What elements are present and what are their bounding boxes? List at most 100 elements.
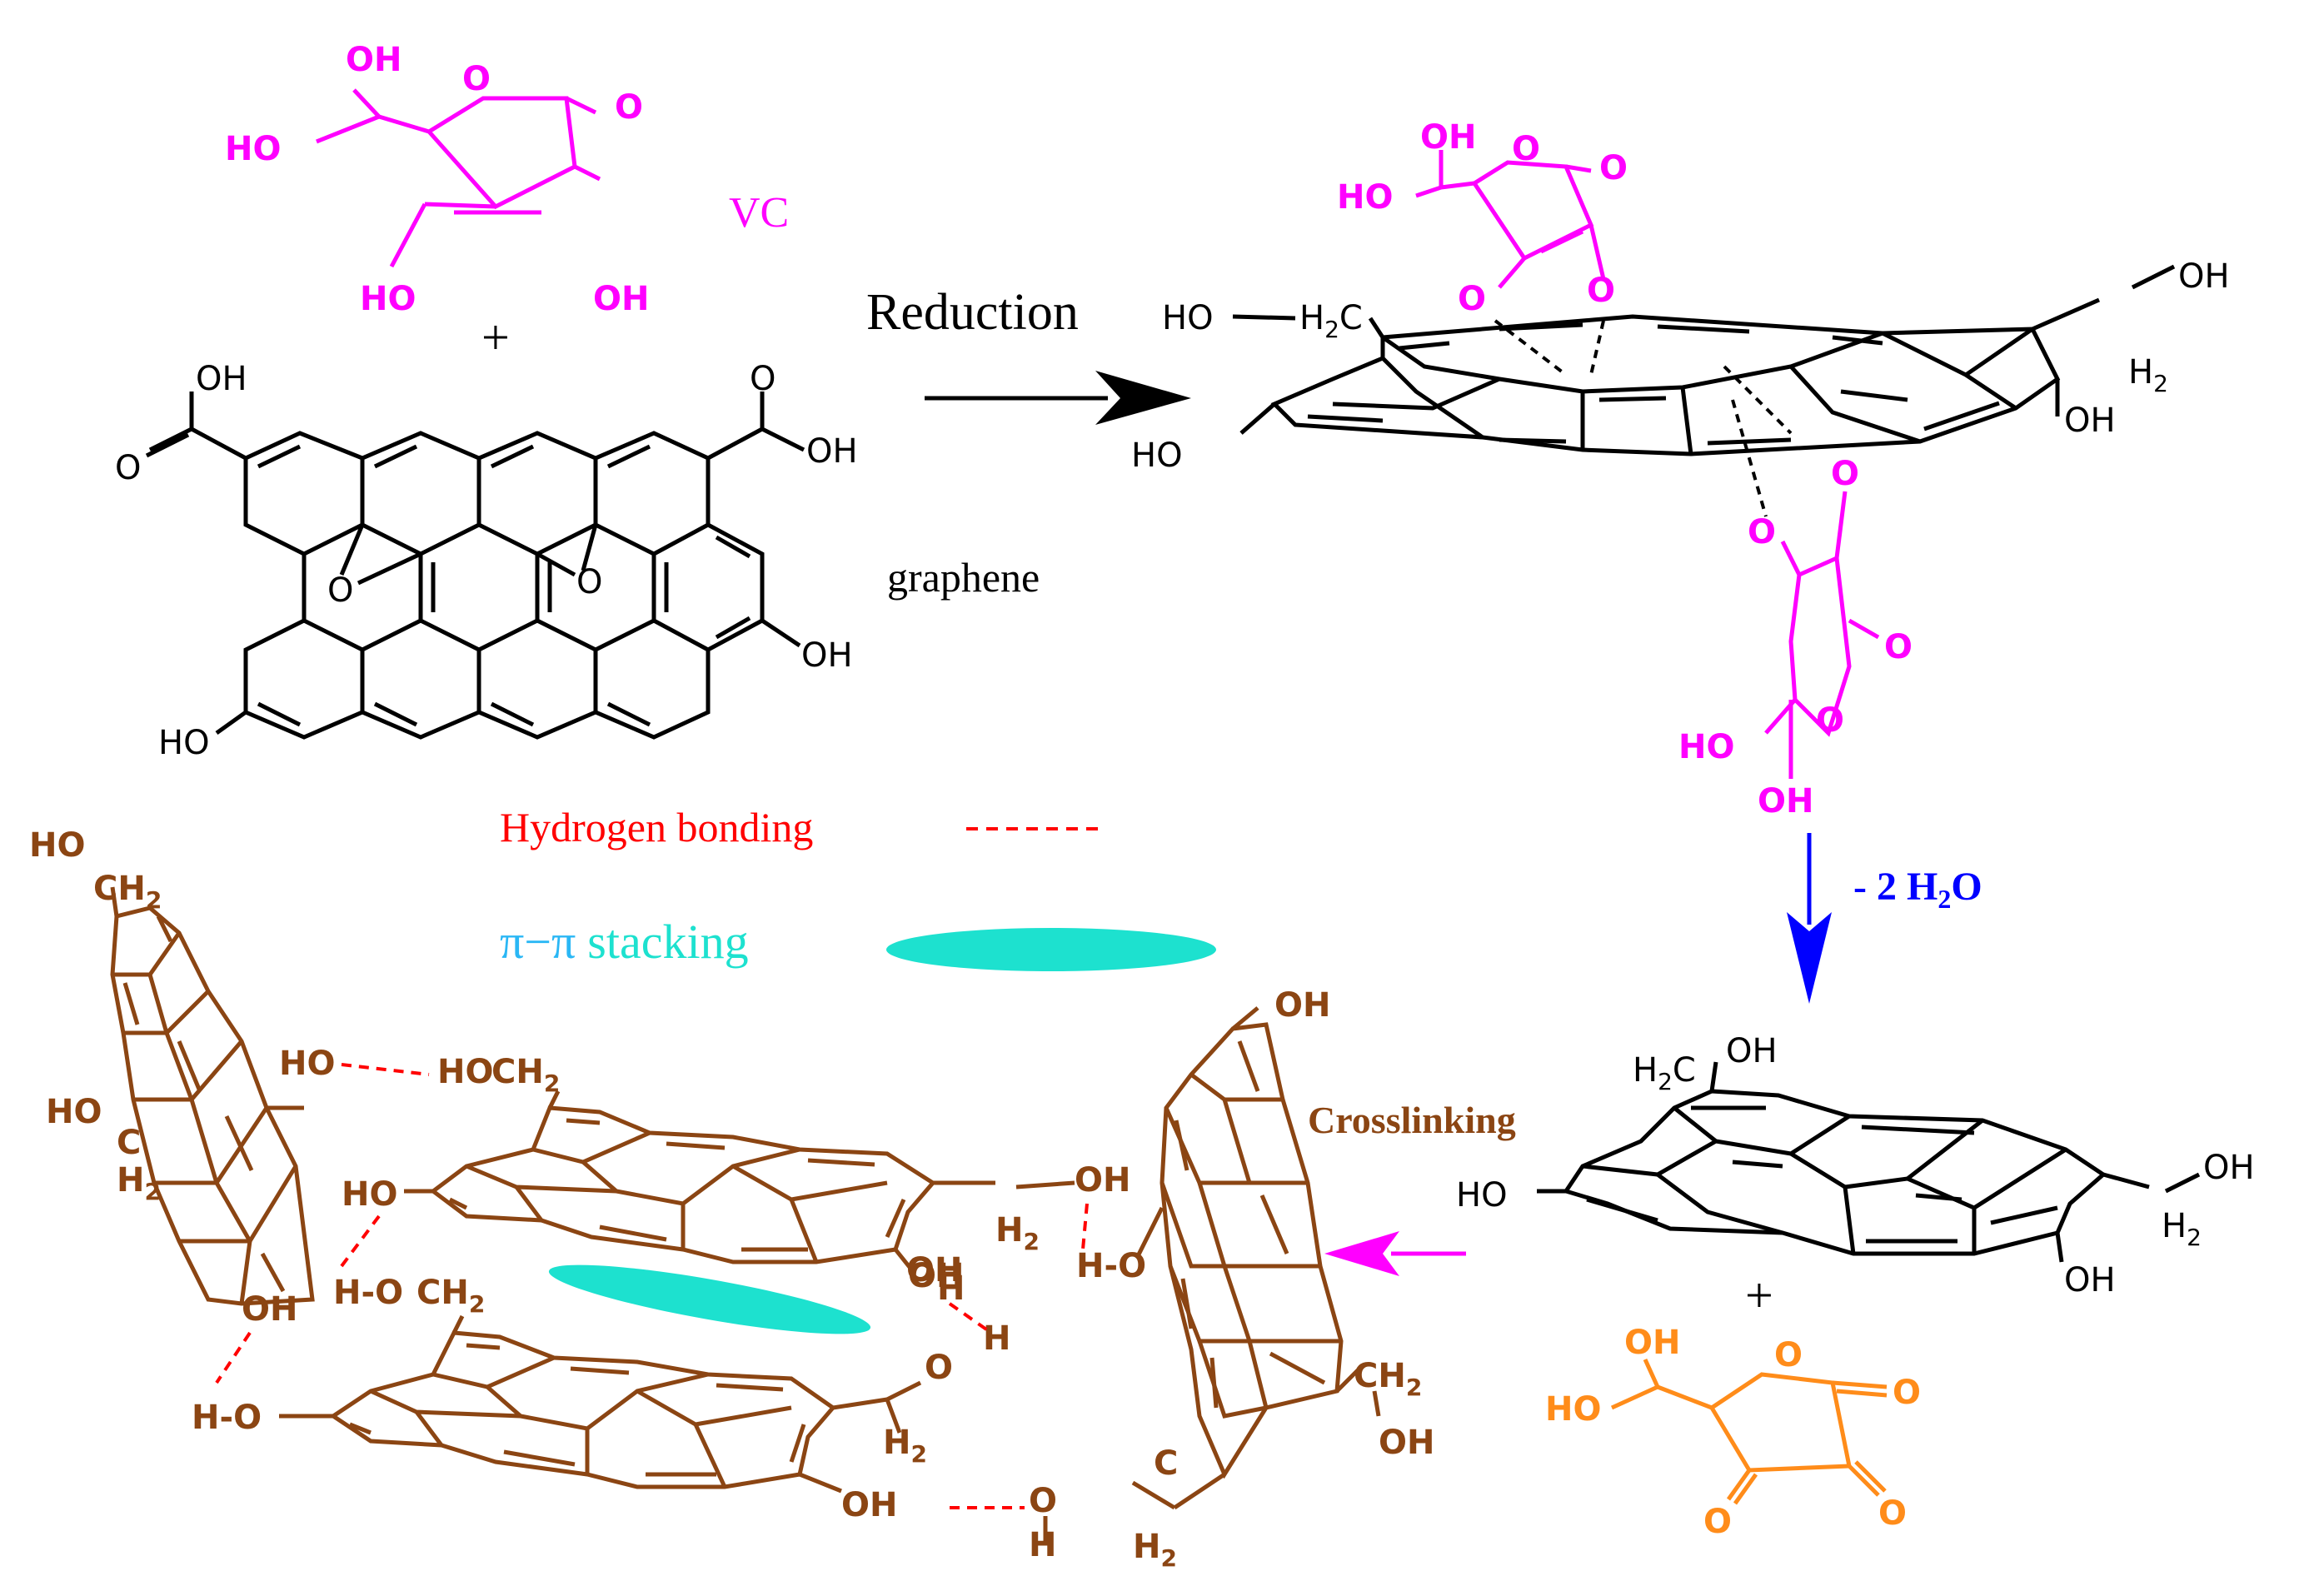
network-sheet-1 (110, 886, 315, 1306)
int-hydroxyl-left: HO (1131, 436, 1183, 475)
net-s1-c: C (117, 1124, 141, 1162)
hydrogen-bonding-legend-label: Hydrogen bonding (500, 804, 813, 850)
go-acid-left-oh: OH (196, 360, 247, 398)
net-s1-h2: H2 (117, 1161, 161, 1205)
int-upper-ho: HO (1337, 178, 1393, 217)
network-sheet-2 (404, 1090, 1075, 1272)
dehydroascorbic-acid-molecule (1610, 1358, 1888, 1505)
net-s4-oh: OH (1379, 1424, 1434, 1462)
net-link-oh: OH (906, 1251, 962, 1289)
net-s2-oh: OH (1075, 1161, 1130, 1199)
net-s4-oh-top: OH (1274, 986, 1330, 1025)
vitamin-c-molecule (316, 88, 601, 268)
go-hydroxyl-right: OH (801, 636, 853, 675)
rgo-oh-top: OH (1726, 1032, 1778, 1070)
net-s2-h2: H2 (995, 1211, 1040, 1255)
net-s1-oh-bottom: OH (242, 1290, 297, 1329)
int-upper-bridge-left: O (1458, 280, 1486, 318)
int-lower-ring-o: O (1816, 701, 1844, 740)
net-s2-oh-bottom: OH (908, 1257, 964, 1295)
vc-carbonyl-oxygen: O (615, 88, 643, 127)
dehydration-arrow (1787, 833, 1832, 1004)
vc-ring-oxygen: O (462, 60, 491, 98)
go-acid-right-o: O (750, 360, 775, 398)
network-sheet-4 (1043, 1006, 1381, 1541)
dhaa-ring-o: O (1774, 1336, 1803, 1374)
vc-hydroxyl-side: OH (346, 41, 401, 79)
rgo-h2-right: H2 (2162, 1207, 2202, 1251)
int-lower-o2: O (1831, 455, 1859, 493)
int-lower-ho: HO (1678, 728, 1734, 766)
reduction-label: Reduction (866, 284, 1079, 341)
pi-stacking-legend-swatch (886, 928, 1216, 971)
net-s4-link-o: O (1029, 1482, 1057, 1520)
net-s1-ho: HO (29, 826, 85, 865)
dhaa-oh: OH (1624, 1324, 1680, 1362)
int-hydroxyl-right-top: OH (2178, 257, 2230, 296)
int-lower-o1: O (1748, 513, 1776, 551)
go-acid-left-o: O (115, 449, 141, 487)
int-ch2oh-left-ho: HO (1162, 299, 1214, 337)
net-s1-ho-right: HO (279, 1045, 335, 1083)
dhaa-carbonyl-bottom: O (1878, 1494, 1907, 1533)
net-s3-oh-bottom: OH (841, 1486, 897, 1524)
net-link-h: H (937, 1269, 965, 1308)
net-s4-c: C (1154, 1444, 1178, 1483)
net-s4-ch2: CH2 (1354, 1357, 1422, 1401)
int-lower-carbonyl: O (1884, 628, 1913, 666)
int-h2-right: H2 (2128, 353, 2168, 397)
net-s3-ho-left: H-O (192, 1399, 262, 1437)
int-hydroxyl-right: OH (2064, 401, 2116, 440)
net-s3-h: H (983, 1319, 1010, 1358)
net-s4-ho: H-O (1076, 1247, 1146, 1285)
vc-enol-left: HO (360, 280, 416, 318)
plus-sign-top: + (481, 310, 510, 365)
network-sheet-3 (279, 1314, 922, 1494)
go-acid-right-oh: OH (806, 432, 858, 471)
net-s2-ch2: CH2 (491, 1053, 560, 1097)
net-s2-ho-hidden-source: HO (0, 0, 2, 1)
reduction-arrow (925, 371, 1191, 425)
crosslinking-arrow (1324, 1231, 1466, 1276)
int-lower-oh: OH (1758, 782, 1813, 820)
crosslinking-label: Crosslinking (1308, 1099, 1516, 1141)
plus-sign-bottom: + (1745, 1268, 1773, 1323)
dhaa-carbonyl-left: O (1703, 1503, 1732, 1541)
graphene-label: graphene (887, 554, 1040, 601)
net-s3-h2: H2 (883, 1424, 927, 1468)
net-s1-ch2: CH2 (93, 870, 162, 914)
net-s3-o: O (925, 1349, 953, 1387)
net-s3-hoch2-h: H-O (333, 1274, 403, 1312)
int-ch2-left: H2C (1299, 299, 1363, 343)
reduced-graphene-sheet (1537, 1061, 2201, 1263)
net-s2-ho-left: HO (342, 1175, 397, 1214)
hydrogen-bonds (215, 1063, 1089, 1509)
go-hydroxyl-left: HO (158, 724, 210, 762)
intermediate-lower-vc (1764, 491, 1880, 779)
go-epoxide-left: O (327, 571, 353, 610)
rgo-h2c: H2C (1633, 1051, 1696, 1095)
int-upper-ring-o: O (1512, 130, 1540, 168)
net-s4-h2: H2 (1133, 1528, 1177, 1572)
vc-enol-right: OH (593, 280, 649, 318)
int-upper-carbonyl: O (1599, 149, 1628, 187)
net-s2-ho: HO (437, 1053, 493, 1091)
rgo-ho-left: HO (1456, 1176, 1508, 1214)
int-upper-oh: OH (1420, 118, 1476, 157)
dhaa-ho: HO (1545, 1390, 1601, 1429)
rgo-oh-bottom: OH (2064, 1261, 2116, 1299)
dhaa-carbonyl-right: O (1893, 1374, 1921, 1412)
intermediate-dashed-bonds (1494, 319, 1793, 517)
graphene-oxide-sheet (145, 392, 805, 740)
vc-label: VC (729, 189, 789, 237)
net-s3-ch2: CH2 (416, 1274, 485, 1318)
pi-stacking-ellipse (548, 1264, 871, 1334)
minus-water-label: - 2 H2O (1853, 865, 1982, 914)
rgo-oh-right: OH (2203, 1149, 2255, 1187)
net-s1-ho2: HO (46, 1093, 102, 1131)
int-upper-bridge-right: O (1587, 272, 1615, 310)
vc-hydroxyl-chain: HO (225, 130, 281, 168)
net-s4-link-h: H (1029, 1526, 1056, 1564)
